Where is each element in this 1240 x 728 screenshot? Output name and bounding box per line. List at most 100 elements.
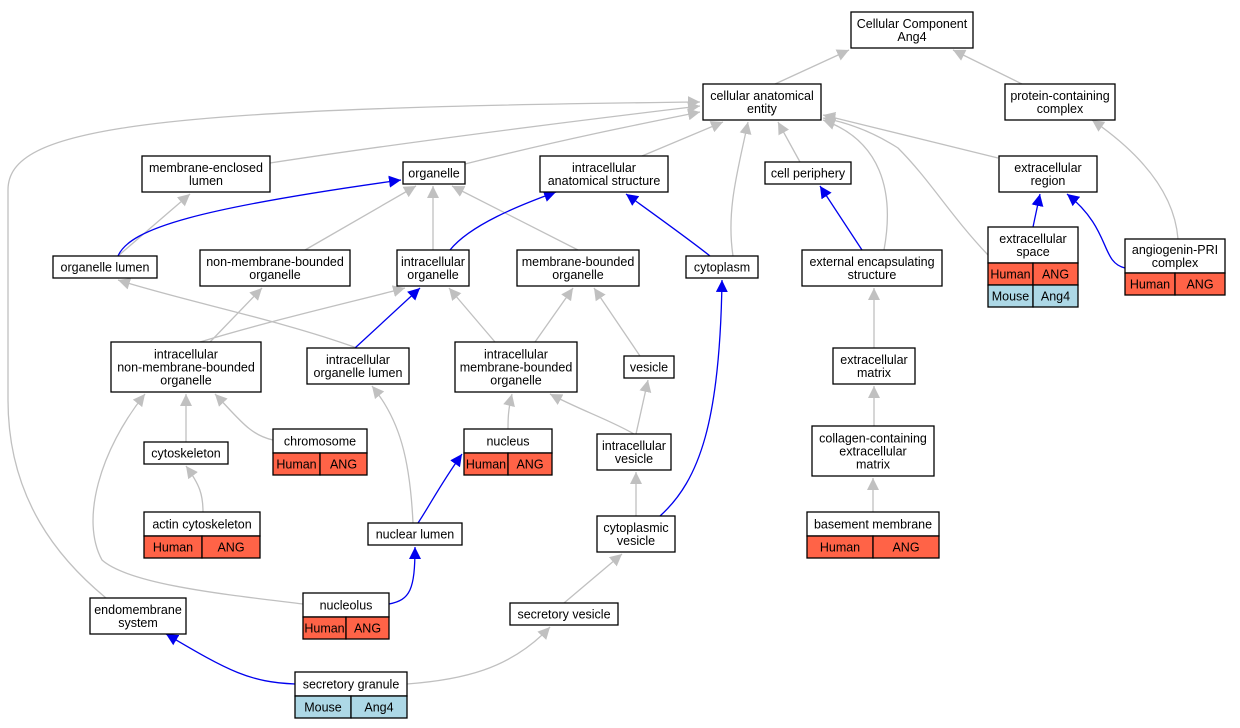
node-sv[interactable]: secretory vesicle: [509, 602, 619, 626]
node-label-iv-1: vesicle: [615, 452, 653, 466]
node-box-mbo: [516, 249, 640, 287]
node-ol[interactable]: organelle lumen: [52, 255, 158, 279]
node-box-em: [832, 347, 916, 385]
node-label-pcc-1: complex: [1037, 102, 1084, 116]
gene-cell-nucleus-0: [507, 452, 553, 476]
node-label-inmbo-2: organelle: [160, 374, 211, 388]
node-label-iv-0: intracellular: [602, 439, 666, 453]
gene-label-nucleus-0: ANG: [516, 458, 543, 472]
e-iv-vesicle: [635, 379, 652, 435]
node-cytosk[interactable]: cytoskeleton: [143, 441, 229, 465]
e-cyto-ias: [625, 193, 711, 257]
node-box-ol: [52, 255, 158, 279]
e-cae-root: [774, 49, 850, 85]
node-box-nl: [367, 522, 463, 546]
e-es-er: [1031, 193, 1044, 228]
node-label-inmbo-1: non-membrane-bounded: [117, 361, 255, 375]
node-label-sv-0: secretory vesicle: [517, 608, 610, 622]
e-mel-cae: [269, 101, 701, 164]
node-label-sg-0: secretory granule: [303, 678, 400, 692]
e-nucleolus-nl: [388, 546, 421, 605]
node-label-nucleolus-0: nucleolus: [320, 599, 373, 613]
e-cyto-cae: [730, 121, 752, 257]
node-label-es-0: extracellular: [999, 232, 1066, 246]
node-label-nl-0: nuclear lumen: [376, 528, 455, 542]
node-label-iol-0: intracellular: [326, 353, 390, 367]
node-box-er: [998, 155, 1098, 193]
node-label-es-1: space: [1016, 245, 1049, 259]
node-box-es: [987, 226, 1079, 264]
node-label-mel-0: membrane-enclosed: [149, 161, 263, 175]
gene-cell-apri-0: [1174, 272, 1226, 296]
node-label-actin-0: actin cytoskeleton: [152, 518, 251, 532]
e-nucleus-imbo: [503, 393, 515, 430]
e-chrom-inmbo: [214, 393, 274, 441]
node-box-nucleolus: [302, 592, 390, 618]
node-label-vesicle-0: vesicle: [630, 361, 668, 375]
node-vesicle[interactable]: vesicle: [623, 355, 675, 379]
node-label-cytosk-0: cytoskeleton: [151, 447, 221, 461]
e-imbo-mbo: [534, 287, 574, 343]
node-label-mbo-0: membrane-bounded: [522, 255, 635, 269]
node-label-io-0: intracellular: [401, 255, 465, 269]
node-label-inmbo-0: intracellular: [154, 348, 218, 362]
e-inmbo-io: [199, 285, 406, 343]
gene-label-es-1: Ang4: [1041, 290, 1070, 304]
node-organelle[interactable]: organelle: [402, 161, 466, 185]
node-label-nucleus-0: nucleus: [486, 435, 529, 449]
node-label-em-1: matrix: [857, 366, 892, 380]
node-box-sv: [509, 602, 619, 626]
node-box-cytosk: [143, 441, 229, 465]
node-cyto[interactable]: cytoplasm: [685, 255, 759, 279]
node-label-cyto-0: cytoplasm: [694, 261, 750, 275]
node-box-cyto: [685, 255, 759, 279]
node-box-ems: [89, 597, 187, 635]
e-sg-sv: [406, 626, 551, 685]
gene-label-es-0: ANG: [1042, 268, 1069, 282]
node-box-ccem: [811, 425, 935, 477]
node-label-ccem-2: matrix: [856, 458, 891, 472]
e-nucleolus-inmbo: [92, 393, 304, 605]
e-ias-cae: [641, 121, 724, 157]
node-box-io: [396, 249, 470, 287]
species-label-nucleus-0: Human: [466, 458, 506, 472]
node-label-ees-1: structure: [848, 268, 897, 282]
node-label-ol-0: organelle lumen: [61, 261, 150, 275]
node-label-em-0: extracellular: [840, 353, 907, 367]
node-cp[interactable]: cell periphery: [764, 161, 852, 185]
node-label-bm-0: basement membrane: [814, 518, 932, 532]
node-label-ccem-1: extracellular: [839, 445, 906, 459]
node-nl[interactable]: nuclear lumen: [367, 522, 463, 546]
e-vesicle-mbo: [593, 287, 641, 357]
node-label-cp-0: cell periphery: [771, 167, 846, 181]
node-label-mbo-1: organelle: [552, 268, 603, 282]
node-inmbo[interactable]: intracellularnon-membrane-boundedorganel…: [110, 341, 262, 393]
node-box-iol: [306, 347, 410, 385]
